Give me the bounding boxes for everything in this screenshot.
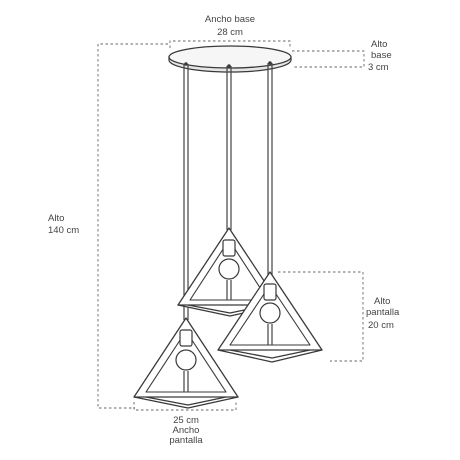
pendant-left (133, 317, 239, 409)
base-width-value: 28 cm (217, 27, 243, 38)
shade-width-label-line1: Ancho (173, 425, 200, 436)
dimension-labels: Ancho base 28 cm Alto base 3 cm Alto 140… (48, 14, 400, 446)
base-height-label-line2: base (371, 50, 392, 61)
shade-width-value: 25 cm (173, 415, 199, 426)
base-height-label-line1: Alto (371, 39, 387, 50)
dimension-guides (97, 40, 365, 411)
total-height-value: 140 cm (48, 225, 79, 236)
suspension-cords (183, 63, 273, 320)
total-height-label: Alto (48, 213, 64, 224)
base-height-value: 3 cm (368, 62, 389, 73)
pendant-right (217, 271, 323, 363)
shade-height-value: 20 cm (368, 320, 394, 331)
base-height-guide (292, 50, 365, 68)
total-height-guide (97, 43, 168, 409)
shade-height-label-line1: Alto (374, 296, 390, 307)
base-width-label: Ancho base (205, 14, 255, 25)
shade-height-guide (278, 271, 364, 362)
ceiling-canopy (168, 45, 292, 73)
shade-height-label-line2: pantalla (366, 307, 400, 318)
base-width-guide (169, 40, 291, 48)
shade-width-label-line2: pantalla (169, 435, 203, 446)
